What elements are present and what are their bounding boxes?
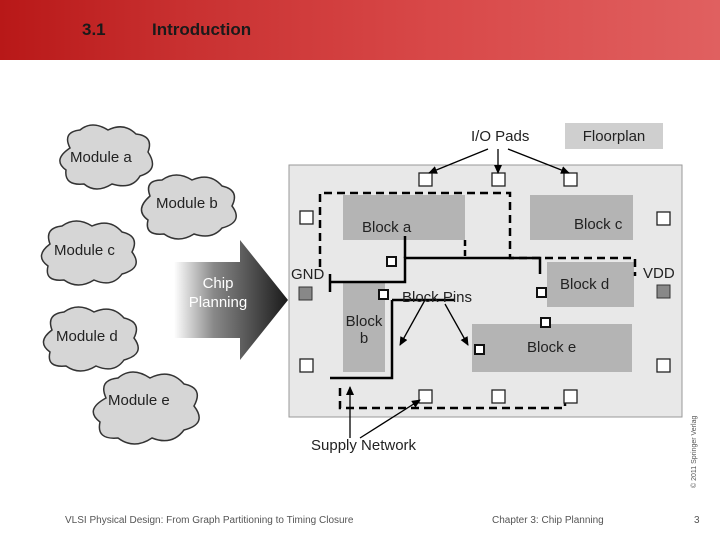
copyright-notice: © 2011 Springer Verlag	[691, 415, 698, 488]
module-d-label: Module d	[56, 328, 118, 345]
supply-solid-line-4	[330, 300, 394, 380]
io-pad	[656, 211, 671, 226]
block-pin	[540, 317, 551, 328]
gnd-pad	[298, 286, 313, 301]
io-pad	[418, 172, 433, 187]
block-d	[547, 262, 634, 307]
footer-chapter: Chapter 3: Chip Planning	[492, 515, 604, 526]
block-d-label: Block d	[560, 276, 610, 293]
block-pin	[378, 289, 389, 300]
block-a-label: Block a	[362, 219, 412, 236]
module-a-cloud	[59, 124, 154, 190]
block-c-label: Block c	[574, 216, 623, 233]
block-pins-label: Block Pins	[402, 289, 473, 306]
page-number: 3	[694, 515, 700, 526]
block-e-label: Block e	[527, 339, 577, 356]
block-a	[343, 195, 465, 240]
io-pad	[418, 389, 433, 404]
chip-planning-line2: Planning	[188, 294, 248, 311]
module-a-label: Module a	[70, 149, 132, 166]
chip-planning-arrow	[174, 240, 288, 360]
io-pads-label: I/O Pads	[471, 128, 530, 145]
supply-network-arrow-2	[359, 399, 421, 439]
io-pads-arrow-1	[428, 148, 489, 174]
io-pad	[563, 172, 578, 187]
title-bar: 3.1 Introduction	[0, 0, 720, 60]
chip-planning-label: Chip Planning	[176, 274, 260, 312]
block-pin	[474, 344, 485, 355]
block-pins-arrow-1	[399, 299, 426, 346]
block-pins-arrow-2	[444, 303, 469, 346]
io-pads-arrow-3	[507, 148, 570, 174]
block-b-line2: b	[359, 330, 369, 347]
floorplan-label: Floorplan	[565, 123, 663, 149]
block-c	[530, 195, 633, 240]
supply-network-label: Supply Network	[311, 437, 417, 454]
module-e-label: Module e	[108, 392, 170, 409]
block-e	[472, 324, 632, 372]
module-c-label: Module c	[54, 242, 115, 259]
io-pad	[491, 389, 506, 404]
block-b-line1: Block	[345, 313, 383, 330]
module-c-cloud	[40, 220, 137, 286]
io-pad	[491, 172, 506, 187]
vdd-label: VDD	[643, 265, 675, 282]
io-pad	[299, 210, 314, 225]
supply-dashed-path	[318, 191, 637, 276]
block-pin	[536, 287, 547, 298]
block-pin	[386, 256, 397, 267]
section-number: 3.1	[82, 20, 106, 39]
section-title: Introduction	[152, 20, 252, 39]
module-b-label: Module b	[156, 195, 218, 212]
io-pad	[299, 358, 314, 373]
module-e-cloud	[92, 371, 200, 445]
io-pad	[563, 389, 578, 404]
io-pad	[656, 358, 671, 373]
chip-planning-line1: Chip	[202, 275, 234, 292]
module-b-cloud	[140, 174, 237, 240]
gnd-label: GND	[291, 266, 325, 283]
footer-book-title: VLSI Physical Design: From Graph Partiti…	[65, 515, 354, 526]
block-b-label: Block b	[343, 313, 385, 347]
module-d-cloud	[42, 306, 139, 372]
vdd-pad	[656, 284, 671, 299]
